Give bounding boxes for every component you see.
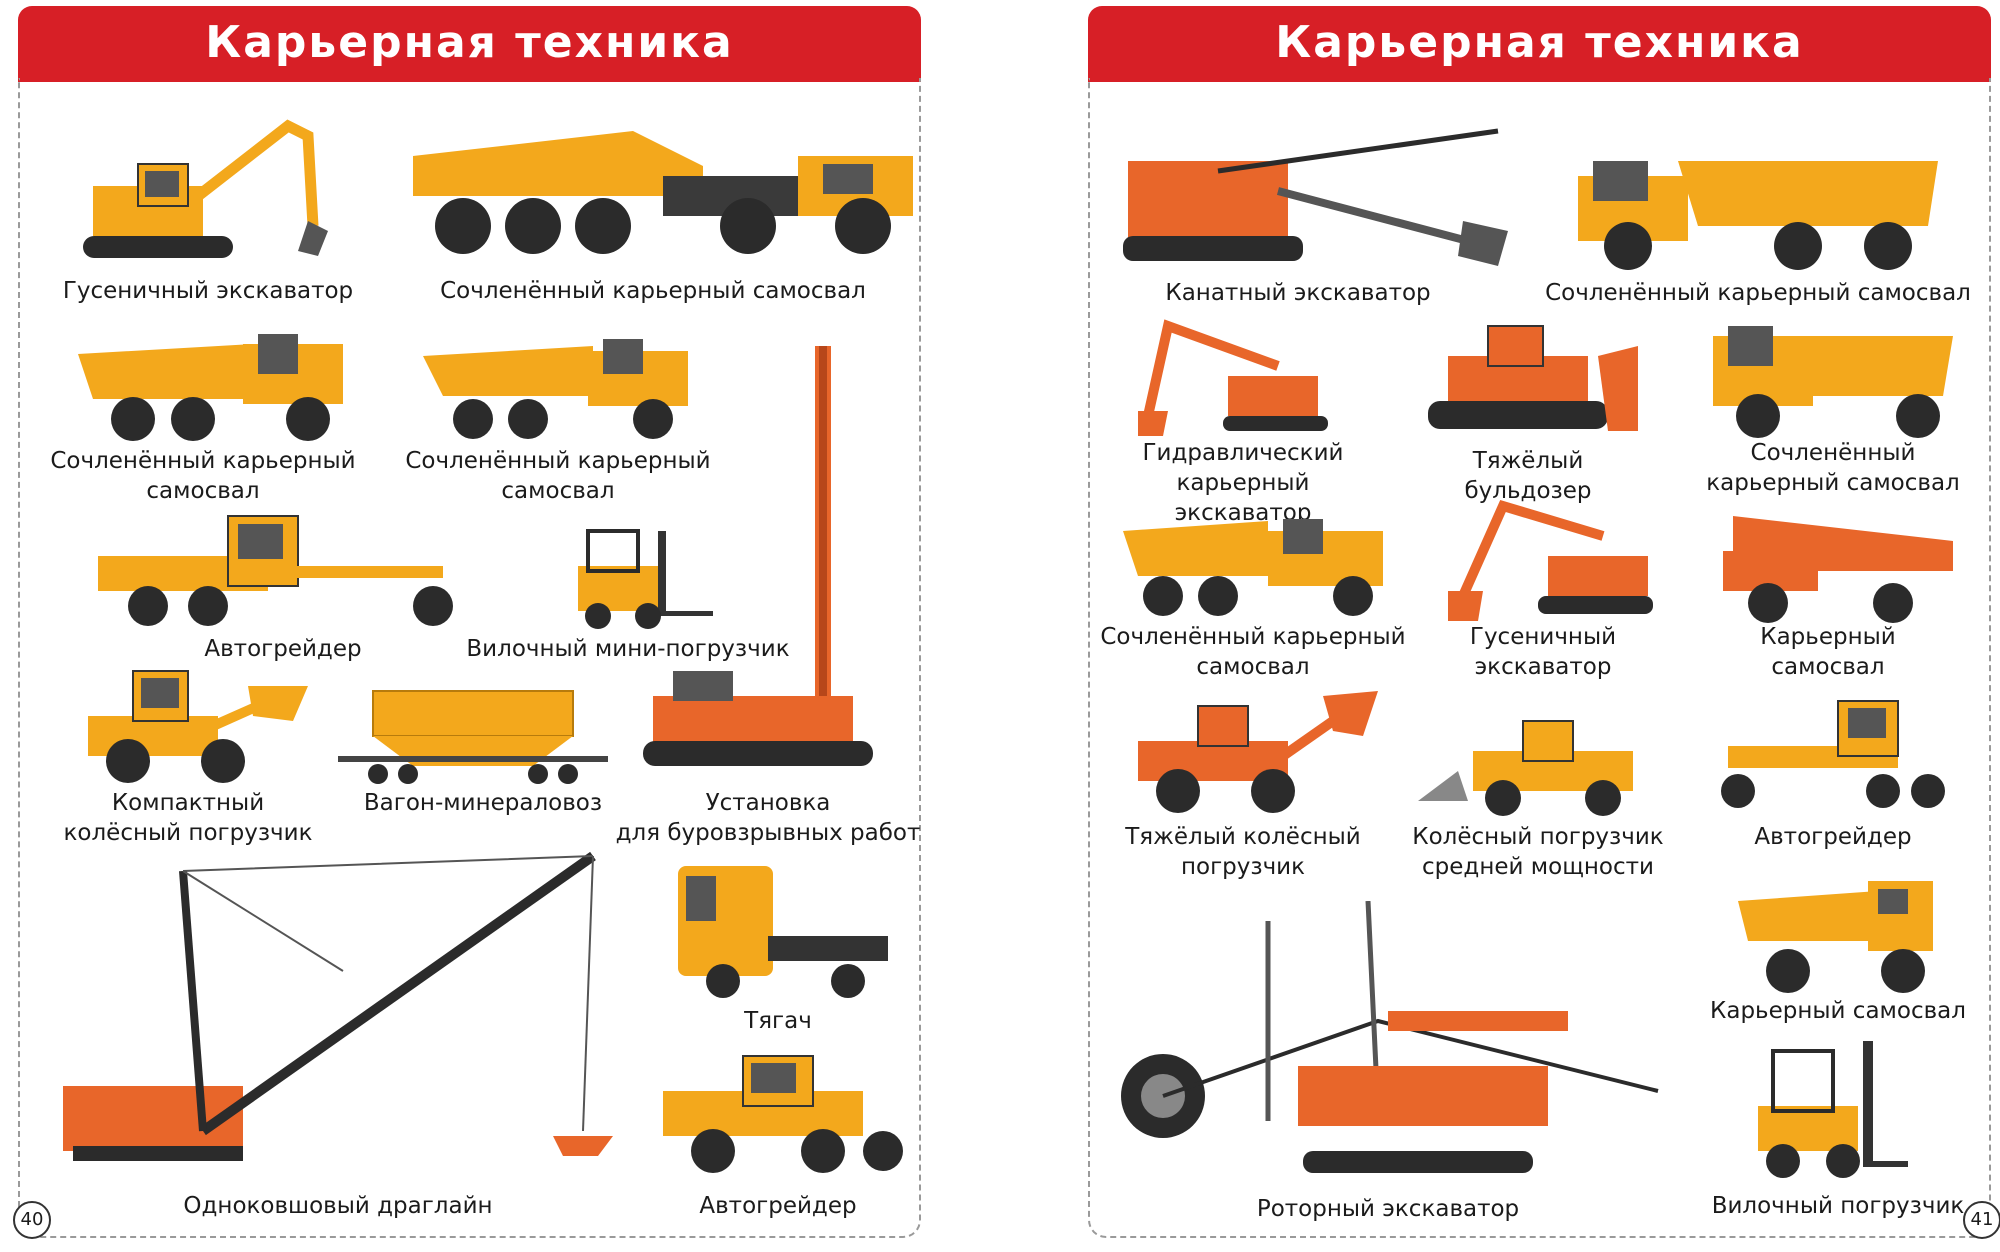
caption-crawler-excavator-2: Гусеничный экскаватор bbox=[1469, 624, 1617, 680]
caption-forklift: Вилочный погрузчик bbox=[1711, 1193, 1965, 1219]
caption-motor-grader-3: Автогрейдер bbox=[1754, 824, 1912, 850]
right-page-number: 41 bbox=[1963, 1201, 2000, 1239]
hydraulic-excavator-image bbox=[1138, 319, 1328, 436]
articulated-dump-truck-5-image bbox=[1713, 326, 1953, 438]
caption-medium-wheel-loader: Колёсный погрузчик средней мощности bbox=[1412, 824, 1664, 880]
caption-mini-forklift: Вилочный мини-погрузчик bbox=[466, 636, 790, 662]
tractor-unit-image bbox=[678, 866, 888, 998]
bucket-wheel-excavator-image bbox=[1121, 901, 1659, 1173]
articulated-dump-truck-image bbox=[413, 131, 913, 254]
heavy-bulldozer-image bbox=[1428, 325, 1638, 431]
forklift-image bbox=[1758, 1041, 1908, 1178]
caption-dragline: Одноковшовый драглайн bbox=[183, 1193, 493, 1219]
rope-shovel-image bbox=[1123, 128, 1508, 266]
caption-rope-shovel: Канатный экскаватор bbox=[1165, 280, 1431, 306]
caption-drilling-rig: Установка для буровзрывных работ bbox=[615, 790, 921, 846]
mining-dump-truck-image bbox=[1723, 516, 1953, 623]
compact-wheel-loader-image bbox=[88, 670, 308, 783]
caption-motor-grader: Автогрейдер bbox=[204, 636, 362, 662]
caption-compact-wheel-loader: Компактный колёсный погрузчик bbox=[63, 790, 313, 846]
left-page-frame bbox=[18, 78, 921, 1238]
left-page-number: 40 bbox=[13, 1201, 51, 1239]
caption-crawler-excavator: Гусеничный экскаватор bbox=[62, 278, 354, 304]
drilling-rig-image bbox=[643, 346, 873, 766]
caption-articulated-dump-truck-5: Сочленённый карьерный самосвал bbox=[1706, 440, 1960, 496]
caption-mining-dump-truck-2: Карьерный самосвал bbox=[1710, 998, 1966, 1024]
motor-grader-image bbox=[98, 515, 453, 626]
caption-heavy-wheel-loader: Тяжёлый колёсный погрузчик bbox=[1125, 824, 1361, 880]
caption-articulated-dump-truck-3: Сочленённый карьерный самосвал bbox=[405, 448, 711, 504]
right-page: Карьерная техника Канатный экскаватор Со… bbox=[1088, 6, 2000, 1239]
crawler-excavator-image bbox=[83, 119, 328, 258]
caption-mining-dump-truck: Карьерный самосвал bbox=[1760, 624, 1896, 680]
articulated-dump-truck-2-image bbox=[78, 334, 343, 441]
caption-bucket-wheel-excavator: Роторный экскаватор bbox=[1256, 1196, 1520, 1222]
heavy-wheel-loader-image bbox=[1138, 691, 1378, 813]
caption-hopper-car: Вагон-минераловоз bbox=[363, 790, 603, 816]
mini-forklift-image bbox=[578, 529, 713, 629]
caption-articulated-dump-truck-2: Сочленённый карьерный самосвал bbox=[50, 448, 356, 504]
caption-heavy-bulldozer: Тяжёлый бульдозер bbox=[1464, 448, 1592, 504]
caption-articulated-dump-truck-4: Сочленённый карьерный самосвал bbox=[1545, 280, 1971, 306]
caption-tractor-unit: Тягач bbox=[744, 1008, 812, 1034]
right-page-title: Карьерная техника bbox=[1088, 6, 1991, 82]
articulated-dump-truck-3-image bbox=[423, 339, 688, 439]
left-page: Карьерная техника Гусеничный экскаватор … bbox=[13, 6, 921, 1239]
articulated-dump-truck-4-image bbox=[1578, 161, 1938, 270]
dragline-image bbox=[63, 851, 613, 1161]
caption-articulated-dump-truck-6: Сочленённый карьерный самосвал bbox=[1100, 624, 1406, 680]
mining-dump-truck-2-image bbox=[1738, 881, 1933, 993]
motor-grader-3-image bbox=[1721, 700, 1945, 808]
caption-articulated-dump-truck: Сочленённый карьерный самосвал bbox=[440, 278, 866, 304]
articulated-dump-truck-6-image bbox=[1123, 519, 1383, 616]
medium-wheel-loader-image bbox=[1418, 720, 1633, 816]
left-page-title: Карьерная техника bbox=[18, 6, 921, 82]
right-page-frame bbox=[1088, 78, 1991, 1238]
motor-grader-2-image bbox=[663, 1055, 903, 1173]
crawler-excavator-2-image bbox=[1448, 499, 1653, 621]
caption-motor-grader-2: Автогрейдер bbox=[699, 1193, 857, 1219]
hopper-car-image bbox=[338, 690, 608, 784]
